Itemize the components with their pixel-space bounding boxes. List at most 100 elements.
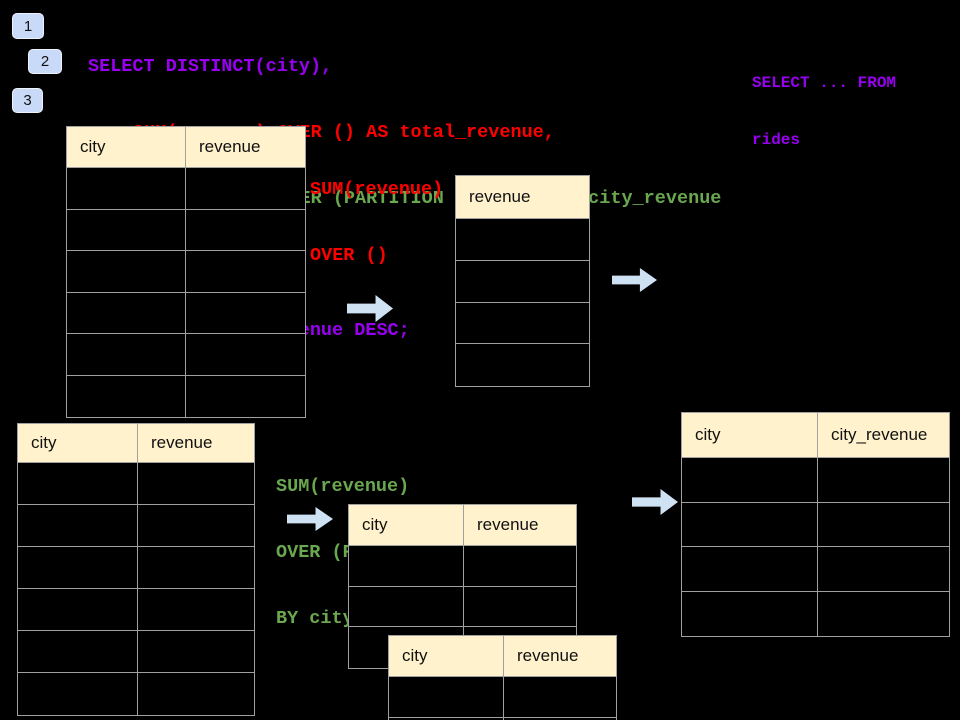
- column-header: city: [67, 127, 186, 167]
- table-cell-empty: [18, 505, 138, 546]
- column-header: city: [682, 413, 818, 457]
- column-header: revenue: [464, 505, 576, 545]
- step-badge-1: 1: [12, 13, 44, 39]
- table-cell-empty: [67, 168, 186, 209]
- table-cell-empty: [138, 547, 254, 588]
- table-row: [67, 209, 305, 251]
- column-header: city_revenue: [818, 413, 949, 457]
- table-row: [67, 334, 305, 376]
- column-header: city: [349, 505, 464, 545]
- table-cell-empty: [349, 546, 464, 586]
- table-cell-empty: [349, 586, 464, 627]
- table-cell-empty: [186, 334, 305, 375]
- table-cell-empty: [504, 718, 616, 720]
- table-header-row: revenue: [456, 176, 589, 219]
- table-cell-empty: [456, 219, 589, 260]
- table-row: [456, 344, 589, 386]
- table-cell-empty: [186, 168, 305, 209]
- sql-line-select: SELECT DISTINCT(city),: [88, 56, 333, 77]
- table-row: [18, 631, 254, 673]
- table-row: [682, 547, 949, 592]
- annotation-sum-over-total: SUM(revenue) OVER (): [310, 135, 443, 311]
- table-cell-empty: [186, 209, 305, 250]
- table-cell-empty: [138, 673, 254, 715]
- table-row: [456, 260, 589, 303]
- side-note-select-from-rides: SELECT ... FROM rides: [752, 36, 896, 188]
- table-cell-empty: [464, 546, 576, 586]
- table-row: [349, 546, 576, 587]
- table-cell-empty: [456, 260, 589, 302]
- table-cell-empty: [818, 547, 949, 591]
- column-header: revenue: [504, 636, 616, 676]
- column-header: revenue: [138, 424, 254, 462]
- table-row: [682, 591, 949, 636]
- step-badge-3: 3: [12, 88, 43, 113]
- table-cell-empty: [138, 505, 254, 546]
- table-row: [456, 219, 589, 261]
- table-cell-empty: [818, 502, 949, 546]
- table-cell-empty: [67, 292, 186, 333]
- table-cell-empty: [456, 344, 589, 386]
- table-cell-empty: [67, 209, 186, 250]
- table-cell-empty: [18, 547, 138, 588]
- table-cell-empty: [682, 458, 818, 502]
- table-cell-empty: [186, 292, 305, 333]
- table-cell-empty: [67, 251, 186, 292]
- table-cell-empty: [818, 458, 949, 502]
- column-header: revenue: [186, 127, 305, 167]
- table-cell-empty: [186, 375, 305, 417]
- table-cell-empty: [67, 334, 186, 375]
- table-row: [349, 586, 576, 628]
- annotation-line: OVER (): [310, 245, 388, 266]
- table-cell-empty: [138, 589, 254, 630]
- table-row: [18, 547, 254, 589]
- table-row: [18, 673, 254, 715]
- table-cell-empty: [18, 673, 138, 715]
- table-cell-empty: [682, 591, 818, 636]
- table-cell-empty: [186, 251, 305, 292]
- table-cell-empty: [504, 677, 616, 717]
- table-row: [682, 502, 949, 547]
- table-cell-empty: [389, 677, 504, 717]
- column-header: revenue: [456, 176, 589, 218]
- table-cell-empty: [138, 631, 254, 672]
- table-cell-empty: [138, 463, 254, 504]
- table-row: [682, 458, 949, 503]
- annotation-line: SUM(revenue): [310, 179, 444, 200]
- table-row: [67, 292, 305, 334]
- table-row: [67, 251, 305, 293]
- annotation-line: SUM(revenue): [276, 476, 410, 497]
- step-badge-2: 2: [28, 49, 62, 74]
- table-cell-empty: [464, 586, 576, 627]
- table-row: [18, 463, 254, 505]
- arrow-right-icon: [632, 489, 678, 515]
- table-total-revenue-result: revenue: [455, 175, 590, 387]
- table-row: [67, 168, 305, 210]
- table-cell-empty: [818, 591, 949, 636]
- table-row: [18, 589, 254, 631]
- table-row: [389, 718, 616, 720]
- table-cell-empty: [389, 718, 504, 720]
- table-row: [389, 677, 616, 718]
- table-cell-empty: [18, 463, 138, 504]
- table-cell-empty: [18, 589, 138, 630]
- table-cell-empty: [682, 547, 818, 591]
- table-cell-empty: [456, 302, 589, 344]
- side-note-line-2: rides: [752, 131, 801, 149]
- table-cell-empty: [682, 502, 818, 546]
- table-cell-empty: [67, 375, 186, 417]
- table-row: [456, 302, 589, 345]
- side-note-line-1: SELECT ... FROM: [752, 74, 897, 92]
- table-row: [18, 505, 254, 547]
- table-cell-empty: [18, 631, 138, 672]
- column-header: city: [389, 636, 504, 676]
